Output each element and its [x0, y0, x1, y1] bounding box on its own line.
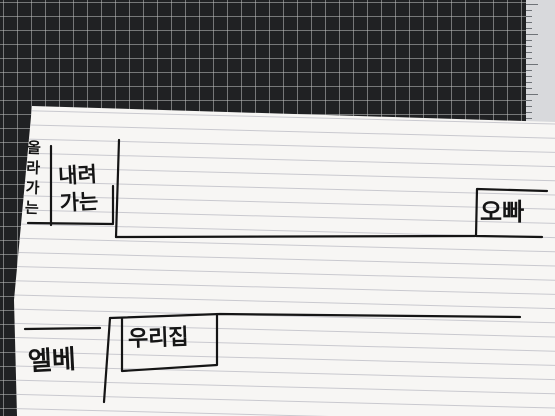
- ruler-tick: [526, 100, 532, 101]
- ruler-tick: [526, 4, 538, 5]
- paper-sheet: [14, 106, 555, 416]
- oppa-label: 오빠: [480, 198, 525, 226]
- ruled-line: [14, 350, 555, 366]
- ruled-line: [14, 393, 555, 409]
- our-house-label: 우리집: [127, 324, 190, 353]
- pen-sketch: [23, 138, 549, 404]
- ruled-line: [14, 123, 555, 139]
- ruled-line: [14, 322, 555, 338]
- ruled-line: [14, 152, 555, 168]
- lower-level-top-line: [108, 312, 522, 320]
- ruled-line: [14, 180, 555, 196]
- ruled-line: [14, 137, 555, 153]
- ruler-tick: [526, 106, 532, 107]
- ruler-tick: [526, 82, 532, 83]
- ruled-line: [14, 294, 555, 310]
- ruler-tick: [526, 88, 532, 89]
- ruled-line: [14, 379, 555, 395]
- ruler-tick: [526, 58, 532, 59]
- ruler-tick: [526, 94, 538, 95]
- ruler-tick: [526, 34, 538, 35]
- ruler-tick: [526, 46, 532, 47]
- ruled-line: [14, 407, 555, 416]
- ruler-tick: [526, 76, 532, 77]
- up-escalator-label: 올라가는: [24, 138, 42, 218]
- ruler-tick: [526, 70, 532, 71]
- ruled-line: [14, 208, 555, 224]
- ruler-tick: [526, 16, 532, 17]
- lower-level-left-line: [23, 326, 102, 331]
- ruler-tick: [526, 22, 532, 23]
- ruled-line: [14, 166, 555, 182]
- ruled-line: [14, 109, 555, 125]
- ruled-lines: [14, 109, 555, 416]
- ruled-line: [14, 308, 555, 324]
- elevator-label: 엘베: [27, 344, 77, 378]
- ruled-line: [14, 237, 555, 253]
- ruled-line: [14, 265, 555, 281]
- ruler-tick: [526, 10, 532, 11]
- ruler-tick: [526, 40, 532, 41]
- elevator-wall-line: [102, 316, 112, 404]
- ruled-line: [14, 365, 555, 381]
- ruler-tick: [526, 118, 532, 119]
- ruler-tick: [526, 28, 532, 29]
- down-escalator-label: 내려가는: [57, 162, 99, 216]
- platform-left-wall: [114, 138, 121, 239]
- ruler-tick: [526, 52, 532, 53]
- up-escalator-base-line: [26, 221, 115, 226]
- ruled-line: [14, 251, 555, 267]
- our-house-box: [120, 312, 219, 373]
- ruled-line: [14, 279, 555, 295]
- ruler-tick: [526, 64, 538, 65]
- ruler-tick: [526, 112, 532, 113]
- ruled-line: [14, 194, 555, 210]
- ruled-line: [14, 336, 555, 352]
- platform-floor-line: [114, 234, 477, 239]
- oppa-box: [474, 187, 549, 239]
